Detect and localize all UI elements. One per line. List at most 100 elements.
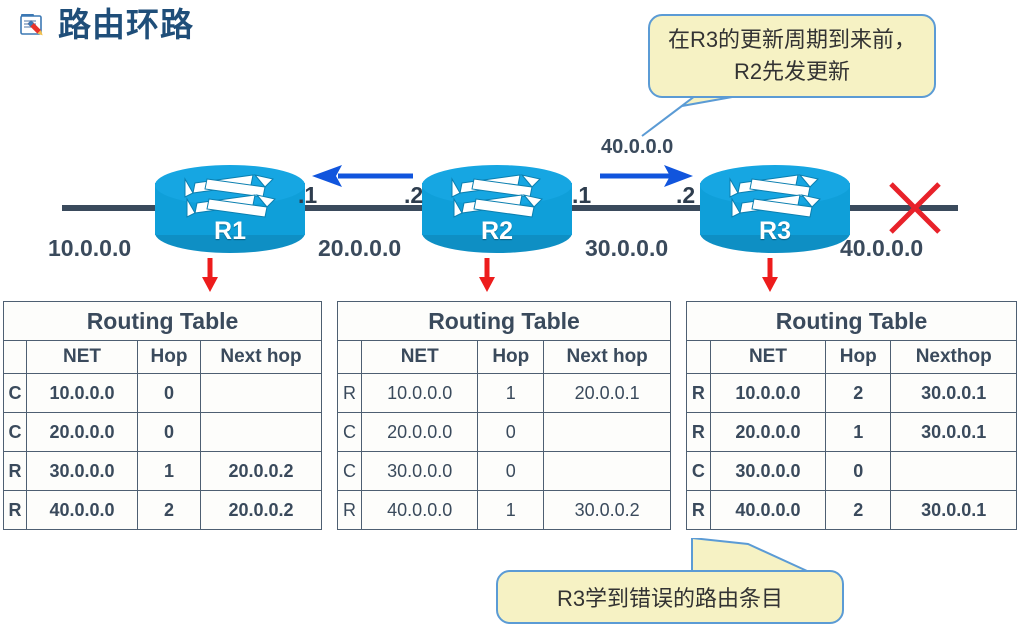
route-code: C [336,412,363,452]
routing-table-title: Routing Table [3,301,322,341]
hop-value: 1 [477,490,545,530]
column-header-hop: Hop [825,340,892,374]
callout-bottom: R3学到错误的路由条目 [496,570,844,624]
route-code: R [3,451,27,491]
nexthop-value [200,373,322,413]
table-title-row: Routing Table [686,301,1017,341]
hop-value: 2 [825,373,892,413]
hop-value: 1 [825,412,892,452]
callout-top: 在R3的更新周期到来前，R2先发更新 [648,14,936,98]
column-header-code [336,340,363,374]
document-edit-icon [18,10,48,40]
network-label-20: 20.0.0.0 [318,235,402,261]
network-value: 30.0.0.0 [361,451,479,491]
network-value: 20.0.0.0 [26,412,138,452]
nexthop-value [543,451,671,491]
hop-value: 0 [137,412,201,452]
network-value: 40.0.0.0 [26,490,138,530]
column-header-net: NET [361,340,479,374]
nexthop-value [890,451,1017,491]
router-label: R2 [481,217,513,245]
route-code: R [686,412,711,452]
router-r2[interactable]: R2 [422,165,572,253]
network-label-10: 10.0.0.0 [48,235,132,261]
hop-value: 1 [477,373,545,413]
interface-label-r1-e1: .1 [298,182,318,208]
network-value: 40.0.0.0 [709,490,827,530]
column-header-net: NET [26,340,138,374]
nexthop-value: 20.0.0.1 [543,373,671,413]
network-value: 10.0.0.0 [709,373,827,413]
column-header-net: NET [709,340,827,374]
hop-value: 2 [825,490,892,530]
interface-label-r2-e1: .1 [572,182,592,208]
router-r3[interactable]: R3 [700,165,850,253]
network-value: 30.0.0.0 [26,451,138,491]
route-code: R [3,490,27,530]
route-code: R [686,373,711,413]
table-title-row: Routing Table [3,301,322,341]
route-code: R [686,490,711,530]
column-header-next-hop: Next hop [543,340,671,374]
callout-top-text: 在R3的更新周期到来前，R2先发更新 [667,27,917,84]
hop-value: 1 [137,451,201,491]
network-label-30: 30.0.0.0 [585,235,669,261]
hop-value: 0 [477,412,545,452]
network-diagram: R1 R2 [0,130,1021,295]
nexthop-value [200,412,322,452]
router-label: R3 [759,217,791,245]
interface-label-r3-e0: .2 [676,182,696,208]
nexthop-value: 20.0.0.2 [200,490,322,530]
route-code: C [686,451,711,491]
column-header-hop: Hop [137,340,201,374]
callout-bottom-text: R3学到错误的路由条目 [556,586,784,611]
router-arrows-icon [700,165,850,235]
nexthop-value: 30.0.0.1 [890,412,1017,452]
link-segment-10 [62,205,172,211]
column-header-code [686,340,711,374]
column-header-nexthop: Nexthop [890,340,1017,374]
red-x-icon [885,178,945,243]
column-header-hop: Hop [477,340,545,374]
network-value: 20.0.0.0 [709,412,827,452]
nexthop-value: 20.0.0.2 [200,451,322,491]
route-code: C [3,373,27,413]
link-segment-30 [570,205,715,211]
route-code: C [336,451,363,491]
router-r1[interactable]: R1 [155,165,305,253]
hop-value: 0 [477,451,545,491]
routing-table-title: Routing Table [686,301,1017,341]
page-header: 路由环路 [18,8,194,41]
network-value: 30.0.0.0 [709,451,827,491]
route-code: R [336,373,363,413]
nexthop-value: 30.0.0.2 [543,490,671,530]
column-header-code [3,340,27,374]
network-value: 40.0.0.0 [361,490,479,530]
route-code: C [3,412,27,452]
routing-table-title: Routing Table [337,301,671,341]
network-value: 10.0.0.0 [361,373,479,413]
network-value: 20.0.0.0 [361,412,479,452]
interface-label-r2-e0: .2 [404,182,424,208]
red-down-arrow-r2-icon [477,258,497,299]
blue-right-arrow-icon [600,164,695,193]
nexthop-value: 30.0.0.1 [890,490,1017,530]
table-title-row: Routing Table [337,301,671,341]
red-down-arrow-r1-icon [200,258,220,299]
hop-value: 2 [137,490,201,530]
